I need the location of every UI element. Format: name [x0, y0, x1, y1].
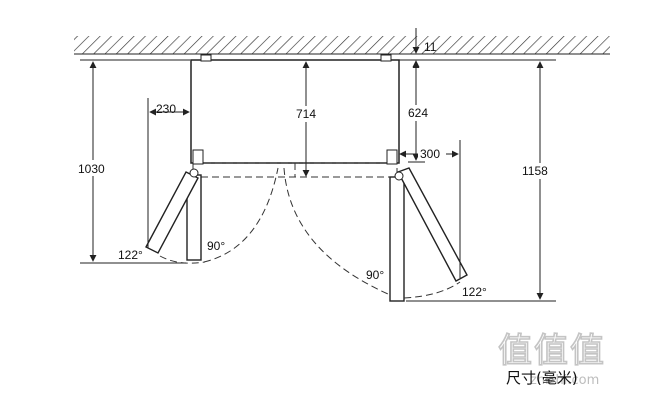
- angle-right-inner: 90°: [366, 268, 384, 282]
- left-door-122: [145, 168, 199, 254]
- watermark-url: zhizhi.com: [530, 373, 599, 388]
- label-300: 300: [420, 147, 440, 161]
- dim-1030: [78, 59, 190, 264]
- door-swing-arcs: [159, 167, 461, 299]
- fridge-body: [190, 54, 400, 178]
- label-1158: 1158: [522, 164, 548, 178]
- dim-1158: [400, 59, 556, 302]
- angle-left-inner: 90°: [207, 239, 225, 253]
- watermark-logo: 值值值: [498, 331, 606, 371]
- label-624: 624: [408, 106, 428, 120]
- wall: [74, 36, 610, 55]
- label-230: 230: [156, 102, 176, 116]
- label-714: 714: [296, 107, 316, 121]
- label-11: 11: [424, 40, 437, 54]
- right-door-122: [394, 167, 468, 282]
- angle-left-outer: 122°: [118, 248, 143, 262]
- dim-714: [296, 61, 320, 177]
- dim-624: [406, 61, 432, 163]
- units-caption: 尺寸(毫米): [506, 369, 578, 387]
- angle-right-outer: 122°: [462, 285, 487, 299]
- dim-230: [147, 98, 190, 248]
- label-1030: 1030: [78, 162, 105, 176]
- right-door-90: [389, 176, 405, 302]
- dim-300: [399, 140, 461, 278]
